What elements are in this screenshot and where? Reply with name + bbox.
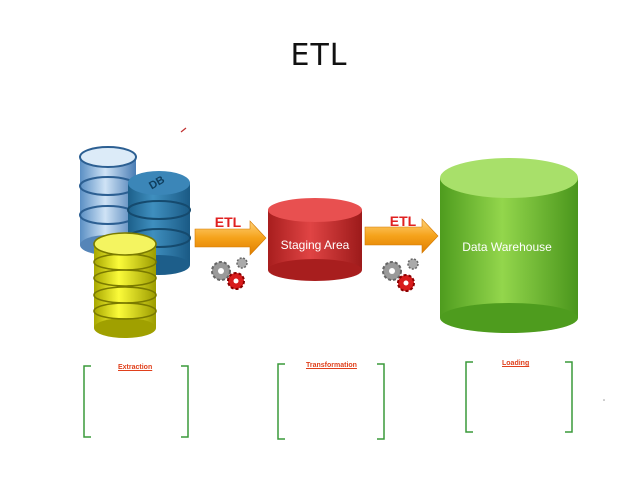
etl-arrow-1-label: ETL bbox=[215, 214, 242, 230]
source-databases: DB bbox=[79, 146, 191, 338]
staging-area-cylinder: Staging Area bbox=[268, 198, 362, 281]
page-title: ETL bbox=[290, 38, 348, 73]
transformation-bracket bbox=[277, 363, 385, 440]
gears-icon-1 bbox=[211, 257, 248, 290]
extraction-label: Extraction bbox=[118, 364, 153, 371]
etl-arrow-2: ETL bbox=[364, 213, 439, 254]
etl-arrow-1: ETL bbox=[194, 214, 267, 256]
decorative-mark bbox=[180, 127, 187, 133]
transformation-label: Transformation bbox=[306, 362, 357, 369]
data-warehouse-label: Data Warehouse bbox=[462, 240, 552, 254]
loading-label: Loading bbox=[502, 360, 530, 367]
staging-area-label: Staging Area bbox=[281, 238, 350, 252]
data-warehouse-cylinder: Data Warehouse bbox=[440, 158, 578, 333]
etl-arrow-2-label: ETL bbox=[390, 213, 417, 229]
gears-icon-2 bbox=[382, 258, 419, 292]
loading-bracket bbox=[465, 361, 573, 433]
extraction-bracket bbox=[83, 365, 189, 438]
yellow-database-icon bbox=[93, 232, 157, 338]
